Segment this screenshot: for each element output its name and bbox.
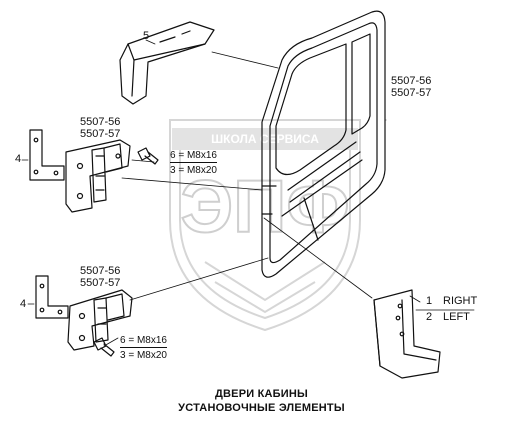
upper-hinge-code-1: 5507-56: [80, 116, 121, 128]
watermark-top-text: ШКОЛА СЕРВИСА: [211, 132, 319, 146]
upper-plate-number: 4: [15, 153, 22, 165]
caption-line-1: ДВЕРИ КАБИНЫ: [215, 388, 308, 400]
lower-bolt: [93, 337, 115, 357]
caption-line-2: УСТАНОВОЧНЫЕ ЭЛЕМЕНТЫ: [178, 402, 345, 414]
lower-plate: [35, 275, 69, 319]
side-2-number: 2: [426, 311, 433, 323]
lower-hinge: [67, 289, 133, 351]
upper-bolt-spec-2: 3 = M8x20: [170, 165, 217, 176]
lower-bolt-spec-2: 3 = M8x20: [120, 350, 167, 361]
upper-plate: [29, 129, 65, 181]
door-code-1: 5507-56: [391, 75, 432, 87]
leader-lines: [103, 119, 475, 347]
side-2-label: LEFT: [443, 311, 470, 323]
lower-plate-number: 4: [20, 298, 27, 310]
side-1-number: 1: [426, 295, 433, 307]
upper-trim-part: [119, 21, 215, 105]
door-code-2: 5507-57: [391, 87, 432, 99]
leader-part5: [211, 51, 279, 69]
upper-hinge-code-2: 5507-57: [80, 128, 121, 140]
lower-bolt-spec-1-text: 6 = M8x16: [120, 335, 167, 348]
upper-bolt-spec-1-text: 6 = M8x16: [170, 150, 217, 163]
upper-bolt: [137, 147, 159, 165]
side-1-label: RIGHT: [443, 295, 478, 307]
watermark-letters: ЭПФ: [181, 165, 350, 248]
lower-hinge-code-2: 5507-57: [80, 277, 121, 289]
lower-hinge-code-1: 5507-56: [80, 265, 121, 277]
lower-bolt-spec-1: 6 = M8x16: [120, 335, 167, 348]
upper-hinge: [65, 139, 131, 213]
part-5-number: 5: [143, 30, 150, 42]
door-panel: [261, 10, 386, 278]
side-trim: [373, 289, 441, 379]
upper-bolt-spec-1: 6 = M8x16: [170, 150, 217, 163]
